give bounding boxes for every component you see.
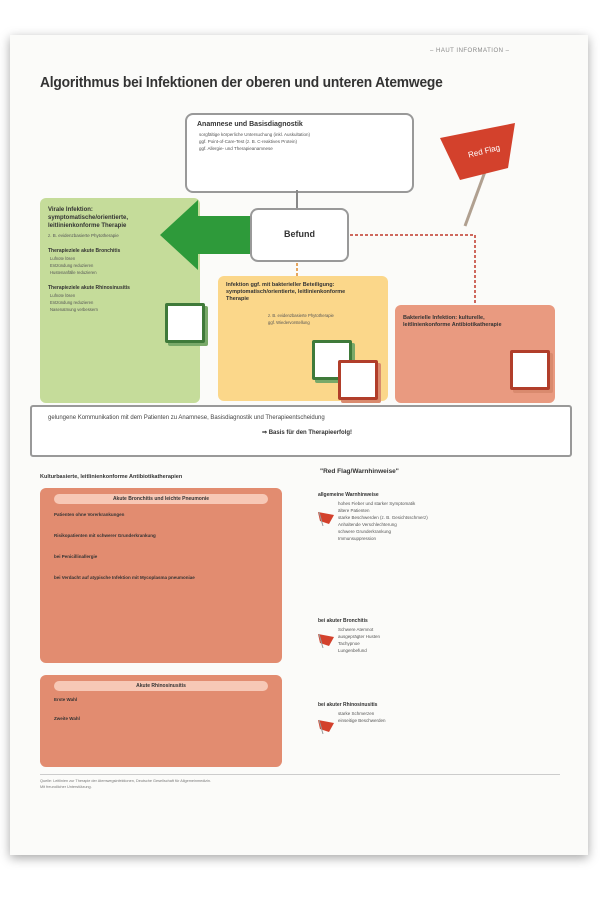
warning-heading: allgemeine Warnhinweise <box>318 492 379 498</box>
footer-line: Quelle: Leitlinien zur Therapie der Atem… <box>40 779 212 783</box>
viral-heading: Virale Infektion: symptomatische/orienti… <box>48 207 129 229</box>
warning-item: ausgeprägter Husten <box>338 634 381 639</box>
communication-box: gelungene Kommunikation mit dem Patiente… <box>30 405 572 457</box>
document-icon <box>510 350 550 390</box>
warning-block: bei akuter Rhinosinusitis starke Schmerz… <box>318 702 386 723</box>
warning-block: bei akuter Bronchitis Schwere Atemnot au… <box>318 618 380 653</box>
yellow-item: ggf. Wiedervorstellung <box>268 320 310 325</box>
befund-label: Befund <box>284 229 315 239</box>
warning-item: Schwere Atemnot <box>338 627 374 632</box>
anamnese-heading: Anamnese und Basisdiagnostik <box>197 121 303 128</box>
viral-item: Entzündung reduzieren <box>50 263 94 268</box>
communication-line2: ⇒ Basis für den Therapieerfolg! <box>262 430 353 436</box>
panel-item: bei Penicillinallergie <box>54 554 98 559</box>
anamnese-item: sorgfältige körperliche Untersuchung (in… <box>199 132 311 137</box>
panel-item: Erste Wahl <box>54 697 78 702</box>
red-flag-icon: Red Flag <box>440 123 515 227</box>
warning-item: hohes Fieber und starker Symptomatik <box>338 501 416 506</box>
warning-item: starke Beschwerden (z. B. Gesichtsschmer… <box>338 515 428 520</box>
viral-item: Hustenanfälle reduzieren <box>50 270 97 275</box>
left-section-title: Kulturbasierte, leitlinienkonforme Antib… <box>40 474 183 480</box>
communication-line1: gelungene Kommunikation mit dem Patiente… <box>48 415 325 421</box>
viral-section-title: Therapieziele akute Rhinosinusitis <box>48 285 130 291</box>
panel-caption: Akute Bronchitis und leichte Pneumonie <box>54 494 268 504</box>
document-icon <box>165 303 205 343</box>
warning-item: Immunsuppression <box>338 536 377 541</box>
footer: Quelle: Leitlinien zur Therapie der Atem… <box>40 778 560 790</box>
red-flag-icon <box>318 719 334 734</box>
header-tag: – HAUT INFORMATION – <box>430 48 510 54</box>
page-title: Algorithmus bei Infektionen der oberen u… <box>40 74 443 91</box>
red-flag-icon <box>318 511 334 526</box>
anamnese-box: Anamnese und Basisdiagnostik sorgfältige… <box>185 113 414 193</box>
warning-item: Anhaltende Verschlechterung <box>338 522 397 527</box>
warning-item: schwere Grunderkrankung <box>338 529 392 534</box>
befund-box: Befund <box>250 208 349 262</box>
footer-line: Mit freundlicher Unterstützung. <box>40 785 92 789</box>
warning-block: allgemeine Warnhinweise hohes Fieber und… <box>318 492 428 541</box>
anamnese-item: ggf. Point-of-Care-Test (z. B. C-reaktiv… <box>199 139 298 144</box>
rhinosinusitis-panel: Akute Rhinosinusitis Erste Wahl Zweite W… <box>40 675 282 767</box>
panel-item: Patienten ohne Vorerkrankungen <box>54 512 125 517</box>
left-arrow-icon <box>160 200 250 270</box>
red-flag-icon <box>318 633 334 648</box>
warning-item: Lungenbefund <box>338 648 367 653</box>
warning-item: Tachypnoe <box>338 641 360 646</box>
viral-section-title: Therapieziele akute Bronchitis <box>48 248 121 254</box>
panel-item: Zweite Wahl <box>54 716 80 721</box>
panel-caption: Akute Rhinosinusitis <box>54 681 268 691</box>
footer-divider <box>40 774 560 775</box>
panel-item: Risikopatienten mit schwerer Grunderkran… <box>54 533 156 538</box>
document-icon <box>338 360 378 400</box>
warning-heading: bei akuter Rhinosinusitis <box>318 702 378 708</box>
anamnese-item: ggf. Allergie- und Therapieanamnese <box>199 146 273 151</box>
viral-sub: z. B. evidenzbasierte Phytotherapie <box>48 233 119 238</box>
bronchitis-panel: Akute Bronchitis und leichte Pneumonie P… <box>40 488 282 663</box>
yellow-item: z. B. evidenzbasierte Phytotherapie <box>268 313 334 318</box>
warning-item: starke Schmerzen <box>338 711 375 716</box>
warning-item: ältere Patienten <box>338 508 370 513</box>
viral-item: Nasenatmung verbessern <box>50 307 98 312</box>
right-section-title: "Red Flag/Warnhinweise" <box>320 468 399 475</box>
warning-item: einseitige Beschwerden <box>338 718 386 723</box>
panel-item: bei Verdacht auf atypische Infektion mit… <box>54 575 195 580</box>
viral-item: Lufnote lösen <box>50 293 76 298</box>
bact-heading: Bakterielle Infektion: kulturelle, leitl… <box>403 315 502 328</box>
warning-heading: bei akuter Bronchitis <box>318 618 368 624</box>
viral-item: Lufnote lösen <box>50 256 76 261</box>
yellow-heading: Infektion ggf. mit bakterieller Beteilig… <box>226 282 346 302</box>
viral-item: Entzündung reduzieren <box>50 300 94 305</box>
